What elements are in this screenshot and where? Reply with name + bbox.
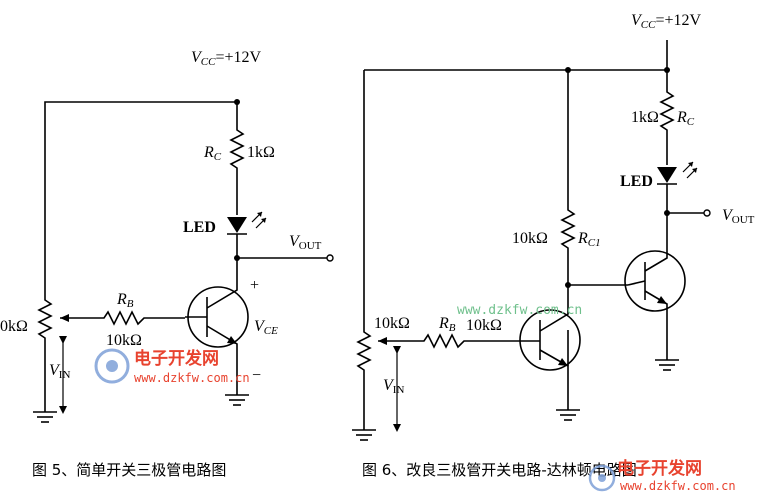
vout-terminal [326,254,334,262]
fig6-pot-value: 10kΩ [374,315,410,332]
figure5-caption: 图 5、简单开关三极管电路图 [32,461,226,479]
fig5-rb-value: 10kΩ [106,332,142,349]
fig6-top-rail [363,69,667,330]
vcc-rail-wire [44,101,238,295]
rb-resistor [60,310,185,326]
watermark-logo-bottom-right [588,464,616,492]
rc-resistor [229,118,245,215]
watermark-url-small: www.dzkfw.com.cn [134,371,250,385]
fig6-rc-label: RC [676,109,695,128]
fig6-potentiometer [356,330,372,430]
fig5-vout-label: VOUT [289,233,322,252]
watermark-url-bottom-right: www.dzkfw.com.cn [620,479,736,493]
fig6-rc1-resistor [560,70,576,310]
fig5-pot-value: 0kΩ [0,318,28,335]
fig6-led-symbol [657,161,698,185]
fig6-vcc-label: VCC=+12V [631,12,702,31]
watermark-brand-bottom-right: 电子开发网 [617,458,702,479]
watermark-logo-center [94,348,130,384]
fig5-plus-sign: + [250,277,259,294]
watermark-brand-center: 电子开发网 [134,348,219,369]
fig6-rc-value: 1kΩ [631,109,659,126]
watermark-url-center: www.dzkfw.com.cn [457,303,582,318]
fig6-rb-label: RB [438,315,456,334]
fig6-vout-label: VOUT [722,207,755,226]
fig6-ground-pot [352,429,376,441]
figure5-circuit [33,99,334,423]
fig6-ground-q1 [556,409,580,421]
fig6-transistor-q1 [517,309,581,410]
fig5-led-label: LED [183,219,216,236]
fig6-transistor-q2 [624,240,686,360]
ground-symbol-pot [33,411,57,423]
fig5-vin-label: VIN [49,362,70,381]
potentiometer [37,295,53,412]
fig6-rb-resistor [378,333,517,349]
fig5-minus-sign: − [252,367,261,384]
fig6-vin-label: VIN [383,377,404,396]
fig6-rc1-label: RC1 [577,230,601,249]
fig5-vce-label: VCE [254,318,278,337]
fig6-pot-wiper-arrow [378,337,387,345]
fig6-rc1-value: 10kΩ [512,230,548,247]
fig6-vout-terminal [703,209,711,217]
figure6-caption: 图 6、改良三极管开关电路-达林顿电路图 [362,461,637,479]
led-symbol [227,211,267,235]
pot-wiper-arrow [60,314,69,322]
fig5-rc-label: RC [203,144,222,163]
fig6-rc-resistor [659,70,675,165]
fig5-rb-label: RB [116,291,134,310]
transistor-q1 [185,258,249,395]
figure6-circuit [352,40,711,441]
fig6-led-label: LED [620,173,653,190]
ground-symbol-emitter [225,394,249,406]
fig5-rc-value: 1kΩ [247,144,275,161]
fig6-ground-q2 [655,359,679,371]
fig5-vcc-label: VCC=+12V [191,49,262,68]
fig6-rb-value: 10kΩ [466,317,502,334]
